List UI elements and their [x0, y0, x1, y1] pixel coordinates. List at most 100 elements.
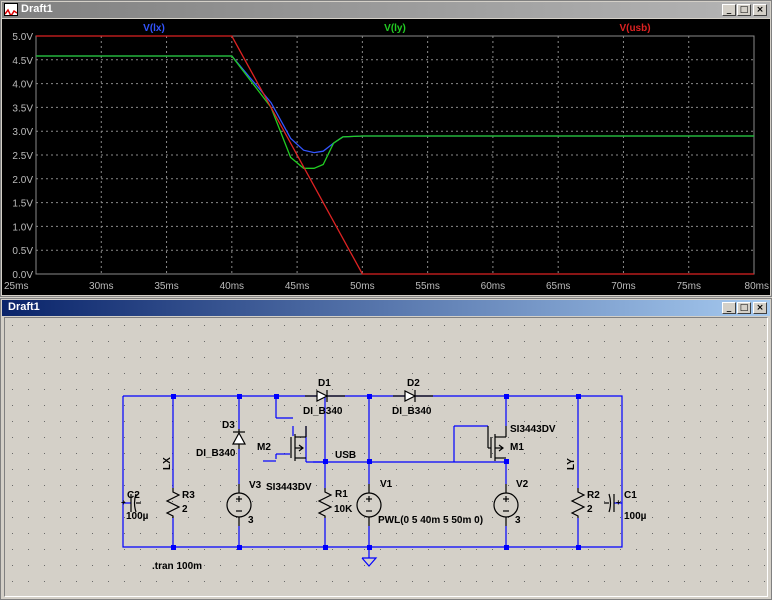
schematic-maximize-button[interactable]: □	[737, 302, 751, 314]
ly-net-label: LY	[566, 458, 577, 470]
node	[367, 459, 372, 464]
resistor-r3[interactable]	[165, 488, 181, 518]
waveform-window-title: Draft1	[21, 3, 53, 15]
y-tick-label: 0.0V	[12, 270, 33, 281]
node	[367, 545, 372, 550]
d1-ref-label: D1	[318, 378, 331, 389]
wire-outer-loop	[122, 395, 623, 548]
schematic-window-title: Draft1	[8, 301, 40, 313]
c2-value-label: 100µ	[126, 511, 149, 522]
schematic-title-bar[interactable]: Draft1 _ □ ×	[2, 300, 770, 316]
x-tick-label: 45ms	[285, 281, 309, 292]
waveform-minimize-button[interactable]: _	[722, 4, 736, 16]
x-tick-label: 70ms	[611, 281, 635, 292]
x-tick-label: 75ms	[677, 281, 701, 292]
v3-ref-label: V3	[249, 480, 262, 491]
diode-d2[interactable]	[393, 390, 433, 402]
y-tick-label: 2.5V	[12, 151, 33, 162]
y-tick-label: 2.0V	[12, 175, 33, 186]
node	[274, 394, 279, 399]
resistor-r2[interactable]	[570, 488, 586, 518]
diode-d3[interactable]	[231, 429, 247, 449]
voltage-source-v1[interactable]	[356, 484, 382, 526]
resistor-r1[interactable]	[317, 488, 333, 518]
trace-label-vly[interactable]: V(ly)	[384, 23, 406, 34]
m2-model-label: SI3443DV	[266, 482, 312, 493]
v3-value-label: 3	[248, 515, 254, 526]
diode-d1[interactable]	[305, 390, 345, 402]
capacitor-c1[interactable]	[604, 493, 615, 513]
r3-ref-label: R3	[182, 490, 195, 501]
node	[367, 394, 372, 399]
waveform-window[interactable]: Draft1 _ □ × 0.0V 0.5V 1.0V 1.5V 2.0V 2.5V 3.0…	[0, 0, 772, 297]
y-tick-label: 5.0V	[12, 32, 33, 43]
schematic-drawing[interactable]: D1 DI_B340 D2 DI_B340 D3 DI_B340 M2 SI34…	[5, 318, 767, 596]
mosfet-m2[interactable]	[290, 426, 307, 461]
mosfet-m1[interactable]	[487, 426, 507, 461]
x-tick-label: 60ms	[481, 281, 505, 292]
c1-value-label: 100µ	[624, 511, 647, 522]
c1-ref-label: C1	[624, 490, 637, 501]
y-tick-label: 3.5V	[12, 103, 33, 114]
y-tick-label: 3.0V	[12, 127, 33, 138]
waveform-close-button[interactable]: ×	[753, 4, 767, 16]
tran-directive[interactable]: .tran 100m	[152, 561, 202, 572]
schematic-close-button[interactable]: ×	[753, 302, 767, 314]
x-tick-label: 50ms	[350, 281, 374, 292]
y-tick-label: 0.5V	[12, 246, 33, 257]
x-tick-label: 65ms	[546, 281, 570, 292]
m1-model-label: SI3443DV	[510, 424, 556, 435]
node	[237, 545, 242, 550]
r3-value-label: 2	[182, 504, 188, 515]
waveform-title-bar[interactable]: Draft1 _ □ ×	[2, 2, 770, 18]
node	[237, 394, 242, 399]
series-line-vly	[36, 55, 754, 169]
series-line-vusb	[36, 35, 754, 275]
x-tick-label: 25ms	[4, 281, 28, 292]
d1-model-label: DI_B340	[303, 406, 343, 417]
node	[504, 459, 509, 464]
schematic-canvas[interactable]: D1 DI_B340 D2 DI_B340 D3 DI_B340 M2 SI34…	[4, 317, 768, 597]
y-tick-label: 4.5V	[12, 56, 33, 67]
d2-model-label: DI_B340	[392, 406, 432, 417]
waveform-app-icon	[4, 3, 18, 16]
waveform-maximize-button[interactable]: □	[737, 4, 751, 16]
ground-symbol	[361, 557, 378, 567]
trace-label-vusb[interactable]: V(usb)	[619, 23, 650, 34]
x-tick-label: 35ms	[154, 281, 178, 292]
c2-ref-label: C2	[127, 490, 140, 501]
node	[576, 545, 581, 550]
node	[504, 394, 509, 399]
r1-ref-label: R1	[335, 489, 348, 500]
usb-net-label: USB	[335, 450, 356, 461]
d2-ref-label: D2	[407, 378, 420, 389]
d3-ref-label: D3	[222, 420, 235, 431]
trace-label-vlx[interactable]: V(lx)	[143, 23, 165, 34]
node	[576, 394, 581, 399]
v2-value-label: 3	[515, 515, 521, 526]
schematic-minimize-button[interactable]: _	[722, 302, 736, 314]
m1-ref-label: M1	[510, 442, 524, 453]
y-tick-label: 1.0V	[12, 222, 33, 233]
schematic-window[interactable]: Draft1 _ □ ×	[0, 298, 772, 600]
capacitor-c2[interactable]	[130, 493, 141, 513]
v1-value-label: PWL(0 5 40m 5 50m 0)	[378, 515, 483, 526]
lx-net-label: LX	[162, 457, 173, 470]
waveform-chart[interactable]: 0.0V 0.5V 1.0V 1.5V 2.0V 2.5V 3.0V 3.5V 4.0V 4.5V…	[2, 19, 770, 295]
schematic-nodes	[171, 394, 581, 550]
voltage-source-v3[interactable]	[226, 484, 252, 526]
d3-model-label: DI_B340	[196, 448, 236, 459]
node	[171, 394, 176, 399]
node	[504, 545, 509, 550]
series-line-vlx	[36, 55, 754, 154]
r2-value-label: 2	[587, 504, 593, 515]
node	[171, 545, 176, 550]
v2-ref-label: V2	[516, 479, 529, 490]
voltage-source-v2[interactable]	[493, 484, 519, 526]
c1-plus-sign: +	[616, 498, 621, 507]
x-tick-label: 40ms	[220, 281, 244, 292]
y-tick-label: 4.0V	[12, 80, 33, 91]
y-tick-label: 1.5V	[12, 199, 33, 210]
x-tick-label: 80ms	[745, 281, 769, 292]
waveform-plot-pane[interactable]: 0.0V 0.5V 1.0V 1.5V 2.0V 2.5V 3.0V 3.5V 4.0V 4.5V…	[2, 19, 770, 295]
